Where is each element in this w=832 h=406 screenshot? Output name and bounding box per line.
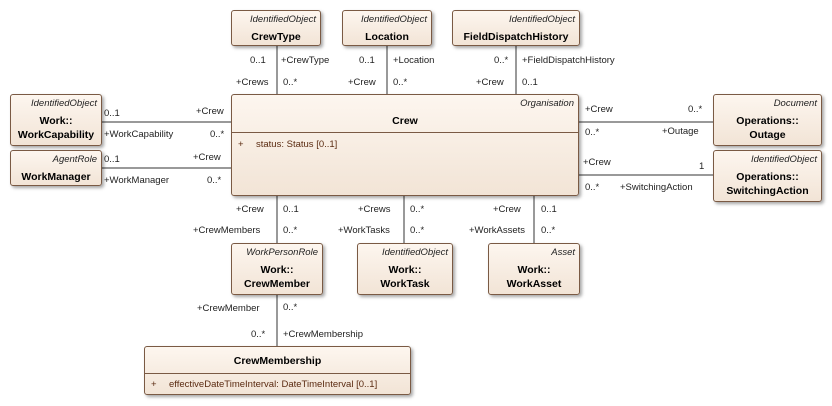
class-package: Work::: [260, 264, 294, 276]
stereotype: IdentifiedObject: [249, 14, 316, 25]
mult-crew: 0..1: [283, 204, 299, 215]
role-crew-membership: +CrewMembership: [283, 329, 363, 340]
class-package: Operations::: [736, 115, 799, 127]
stereotype: AgentRole: [52, 154, 97, 165]
attribute-status: status: Status [0..1]: [256, 139, 338, 150]
compartment-divider: [232, 132, 578, 133]
role-outage: +Outage: [662, 126, 699, 137]
role-work-capability: +WorkCapability: [104, 129, 174, 140]
mult-crew: 0..*: [207, 175, 222, 186]
role-work-tasks: +WorkTasks: [338, 225, 390, 236]
role-crew: +Crew: [348, 77, 376, 88]
class-package: Work::: [39, 115, 73, 127]
stereotype: IdentifiedObject: [360, 14, 427, 25]
role-crew-member: +CrewMember: [197, 303, 260, 314]
mult-crew: 0..*: [210, 129, 225, 140]
class-name: WorkTask: [380, 278, 430, 290]
role-crew: +Crew: [583, 157, 611, 168]
attribute-visibility: +: [151, 379, 157, 390]
class-crewtype[interactable]: IdentifiedObject CrewType: [231, 10, 321, 46]
attribute-effective-interval: effectiveDateTimeInterval: DateTimeInter…: [169, 379, 378, 390]
mult-location: 0..1: [359, 55, 375, 66]
mult-crewtype: 0..1: [250, 55, 266, 66]
mult-crew-member: 0..*: [283, 302, 298, 313]
stereotype: IdentifiedObject: [508, 14, 575, 25]
class-crew-member[interactable]: WorkPersonRole Work:: CrewMember: [231, 243, 323, 295]
mult-crew-membership: 0..*: [251, 329, 266, 340]
mult-crews: 0..*: [410, 204, 425, 215]
role-crews: +Crews: [236, 77, 269, 88]
mult-work-manager: 0..1: [104, 154, 120, 165]
class-name: WorkAsset: [506, 278, 562, 290]
role-crew: +Crew: [476, 77, 504, 88]
class-name: Outage: [749, 129, 786, 141]
mult-crew: 0..*: [688, 104, 703, 115]
class-work-capability[interactable]: IdentifiedObject Work:: WorkCapability: [10, 94, 102, 146]
stereotype: Document: [773, 98, 817, 109]
class-work-task[interactable]: IdentifiedObject Work:: WorkTask: [357, 243, 453, 295]
class-work-manager[interactable]: AgentRole WorkManager: [10, 150, 102, 186]
mult-crew: 0..*: [393, 77, 408, 88]
stereotype: IdentifiedObject: [381, 247, 448, 258]
role-crew-members: +CrewMembers: [193, 225, 261, 236]
mult-crew: 0..1: [541, 204, 557, 215]
stereotype: IdentifiedObject: [30, 98, 97, 109]
mult-outage: 0..*: [585, 127, 600, 138]
mult-crew-members: 0..*: [283, 225, 298, 236]
stereotype: Organisation: [520, 98, 574, 109]
mult-work-assets: 0..*: [541, 225, 556, 236]
class-name: WorkCapability: [17, 129, 95, 141]
class-name: WorkManager: [21, 171, 91, 183]
role-crew: +Crew: [585, 104, 613, 115]
class-name: CrewMember: [244, 278, 310, 290]
class-name: CrewType: [251, 31, 301, 43]
class-name: FieldDispatchHistory: [463, 31, 569, 43]
stereotype: WorkPersonRole: [246, 247, 318, 258]
stereotype: Asset: [551, 247, 575, 258]
role-location: +Location: [393, 55, 435, 66]
mult-switching-action: 0..*: [585, 182, 600, 193]
class-field-dispatch-history[interactable]: IdentifiedObject FieldDispatchHistory: [452, 10, 580, 46]
attribute-visibility: +: [238, 139, 244, 150]
role-switching-action: +SwitchingAction: [620, 182, 693, 193]
class-package: Work::: [388, 264, 422, 276]
class-outage[interactable]: Document Operations:: Outage: [713, 94, 822, 146]
mult-work-capability: 0..1: [104, 108, 120, 119]
role-crew: +Crew: [196, 106, 224, 117]
role-work-assets: +WorkAssets: [469, 225, 526, 236]
class-crew[interactable]: Organisation Crew + status: Status [0..1…: [231, 94, 579, 196]
class-switching-action[interactable]: IdentifiedObject Operations:: SwitchingA…: [713, 150, 822, 202]
class-package: Work::: [517, 264, 551, 276]
class-package: Operations::: [736, 171, 799, 183]
class-name: CrewMembership: [233, 355, 322, 367]
mult-work-tasks: 0..*: [410, 225, 425, 236]
class-crew-membership[interactable]: CrewMembership + effectiveDateTimeInterv…: [144, 346, 411, 395]
role-crewtype: +CrewType: [281, 55, 330, 66]
mult-field-dispatch-history: 0..*: [494, 55, 509, 66]
mult-crew: 1: [699, 161, 705, 172]
class-work-asset[interactable]: Asset Work:: WorkAsset: [488, 243, 580, 295]
mult-crew: 0..1: [522, 77, 538, 88]
role-crews: +Crews: [358, 204, 391, 215]
class-location[interactable]: IdentifiedObject Location: [342, 10, 432, 46]
mult-crews: 0..*: [283, 77, 298, 88]
class-name: Location: [365, 31, 409, 43]
role-work-manager: +WorkManager: [104, 175, 170, 186]
role-field-dispatch-history: +FieldDispatchHistory: [522, 55, 615, 66]
compartment-divider: [145, 373, 410, 374]
role-crew: +Crew: [236, 204, 264, 215]
class-name: SwitchingAction: [726, 185, 809, 197]
class-name: Crew: [392, 115, 418, 127]
role-crew: +Crew: [493, 204, 521, 215]
role-crew: +Crew: [193, 152, 221, 163]
stereotype: IdentifiedObject: [750, 154, 817, 165]
